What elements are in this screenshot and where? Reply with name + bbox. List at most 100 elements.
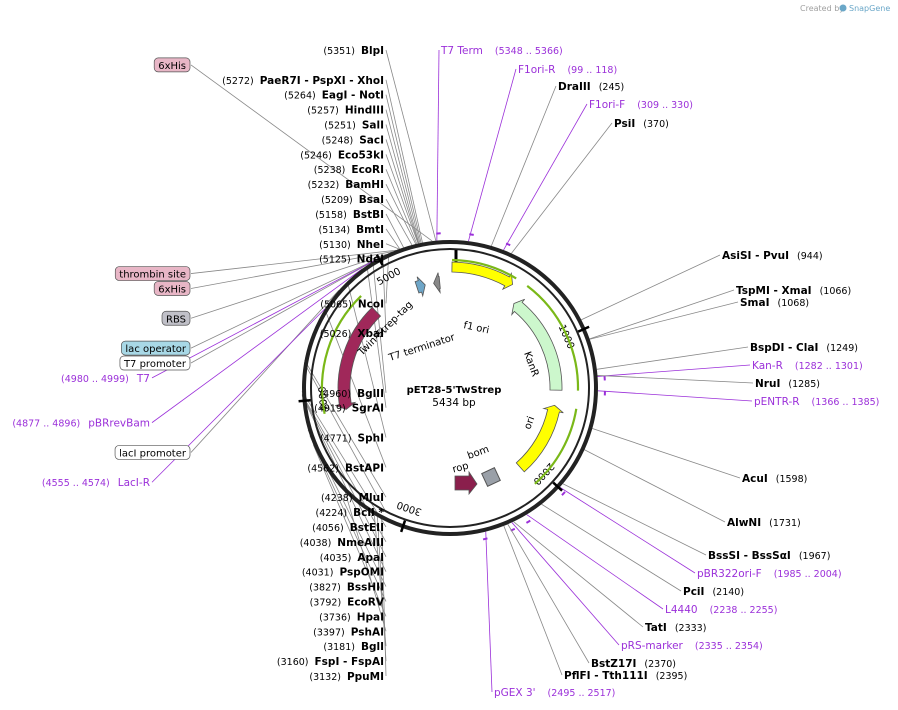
leader-line (526, 514, 664, 610)
bom-rop: bom rop (451, 444, 501, 496)
leader-line (485, 531, 493, 693)
site-position: (5158) (315, 210, 347, 221)
feature-laci (335, 306, 382, 410)
leader-line (541, 503, 682, 592)
leader-line (490, 85, 557, 247)
site-position: (3827) (309, 583, 341, 594)
right-label-18: TatI(2333) (645, 622, 706, 634)
leader-line (304, 360, 387, 498)
left-label-11: BstBI(5158) (315, 209, 384, 221)
site-name: ApaI (357, 552, 384, 564)
leader-line (596, 346, 749, 370)
center-label: pET28-5'TwStrep 5434 bp (407, 385, 502, 409)
left-label-4: HindIII(5257) (307, 105, 384, 117)
leader-line (151, 268, 363, 423)
left-label-39: PshAI(3397) (313, 626, 384, 638)
kanr-label: KanR (521, 350, 540, 378)
site-position: (1285) (788, 379, 820, 390)
site-name: AsiSI - PvuI (722, 250, 789, 262)
primer-name: LacI-R (118, 477, 150, 489)
leader-line (190, 64, 433, 242)
f1-ori-label: f1 ori (462, 320, 490, 336)
primer-range: (2335 .. 2354) (695, 641, 763, 652)
site-name: BlpI (361, 45, 384, 57)
leader-line (385, 154, 419, 244)
leader-line (301, 391, 387, 528)
feature-label-text: 6xHis (158, 61, 186, 72)
site-name: NheI (357, 239, 384, 251)
site-position: (5351) (323, 46, 355, 57)
site-position: (370) (643, 119, 669, 130)
feature-label-box (153, 57, 191, 73)
left-label-41: FspI - FspAI(3160) (277, 656, 384, 668)
right-label-19: pRS-marker(2335 .. 2354) (621, 640, 763, 652)
leader-line (382, 256, 387, 334)
left-label-23: BglII(4960) (319, 388, 384, 400)
site-name: PciI (683, 586, 704, 598)
site-name: BstAPI (345, 462, 384, 474)
right-label-20: BstZ17I(2370) (591, 658, 676, 670)
credit: Created by SnapGene (800, 4, 890, 13)
feature-label-text: T7 promoter (123, 359, 187, 370)
leader-line (190, 257, 380, 349)
feature-twin-strep-tag (414, 276, 426, 298)
orf-guide-arc (534, 408, 578, 485)
left-label-10: BsaI(5209) (321, 194, 384, 206)
left-label-33: NmeAIII(4038) (300, 537, 384, 549)
right-label-0: T7 Term(5348 .. 5366) (440, 45, 563, 57)
ori-label: ori (522, 415, 537, 431)
site-position: (5026) (320, 329, 352, 340)
orf-guide-arc (452, 258, 517, 280)
right-label-22: pGEX 3'(2495 .. 2517) (494, 687, 615, 699)
left-label-19: XbaI (5026) (320, 328, 384, 340)
site-position: (4562) (307, 463, 339, 474)
left-label-30: MluI(4238) (321, 492, 384, 504)
right-label-2: DraIII(245) (558, 81, 624, 93)
leader-line (468, 68, 517, 242)
right-label-5: AsiSI - PvuI(944) (722, 250, 823, 262)
primer-range: (5348 .. 5366) (495, 46, 563, 57)
left-label-21: T7 promoter (119, 355, 191, 371)
left-label-13: NheI(5130) (319, 239, 384, 251)
right-label-14: BssSI - BssSαI(1967) (708, 550, 830, 562)
left-label-8: EcoRI(5238) (314, 164, 384, 176)
left-label-24: SgrAI(4919) (314, 403, 384, 415)
primer-range: (1366 .. 1385) (812, 397, 880, 408)
left-label-27: lacI promoter (114, 445, 191, 460)
site-position: (2370) (644, 659, 676, 670)
site-position: (3132) (309, 672, 341, 683)
site-name: TatI (645, 622, 667, 634)
leader-line (324, 308, 387, 468)
leader-line (385, 169, 418, 244)
leader-line (385, 183, 417, 245)
site-position: (4771) (320, 434, 352, 445)
leader-line (366, 265, 387, 408)
feature-label-text: RBS (166, 314, 186, 325)
leader-line (312, 444, 387, 617)
leader-line (346, 281, 387, 438)
leader-line (597, 364, 751, 377)
ring-tick-label: 3000 (396, 498, 424, 517)
site-name: BssSI - BssSαI (708, 550, 791, 562)
features (320, 258, 580, 485)
orf-guide-arc (526, 285, 580, 391)
primer-name: F1ori-F (589, 99, 625, 111)
leader-line (592, 428, 741, 479)
right-label-1: F1ori-R(99 .. 118) (518, 64, 617, 76)
site-name: TspMI - XmaI (736, 285, 812, 297)
left-label-3: EagI - NotI(5264) (284, 90, 384, 102)
primer-marker (525, 519, 531, 524)
ring-tick-mark (552, 481, 563, 492)
leader-line (190, 249, 396, 274)
leader-line (385, 124, 420, 244)
site-name: NruI (755, 378, 780, 390)
site-name: XbaI (357, 328, 384, 340)
primer-name: pBRrevBam (88, 418, 150, 430)
leader-line (385, 213, 404, 248)
leader-lines (151, 49, 754, 693)
site-name: PsiI (614, 118, 635, 130)
primer-name: pENTR-R (754, 396, 800, 408)
primer-range: (4877 .. 4896) (12, 419, 80, 430)
primer-name: pGEX 3' (494, 687, 536, 699)
leader-line (513, 521, 644, 628)
